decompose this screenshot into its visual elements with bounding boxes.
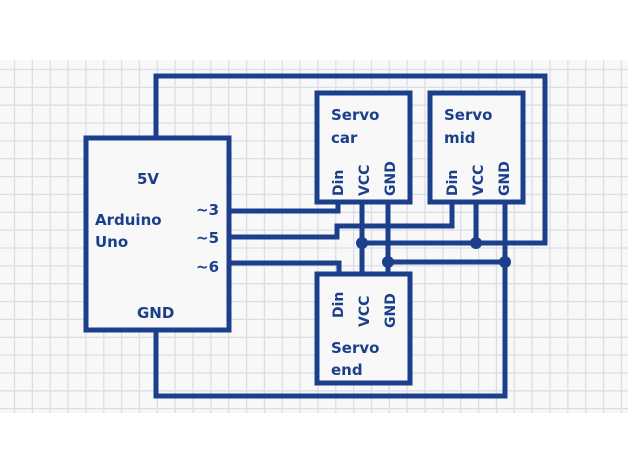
wire-5v-vcc-bus xyxy=(153,73,548,246)
servo-mid-gnd-label: GND xyxy=(497,161,513,196)
servo-end-din-label: Din xyxy=(331,292,347,318)
servo-end-title-line2: end xyxy=(331,361,363,379)
servo-end-title-line1: Servo xyxy=(331,339,379,357)
arduino-pin6-label: ~6 xyxy=(196,258,219,276)
servo-mid-vcc-label: VCC xyxy=(471,165,487,196)
arduino-title-line2: Uno xyxy=(95,233,128,251)
servo-car-gnd-label: GND xyxy=(383,161,399,196)
junctions xyxy=(356,237,511,268)
junction-dot xyxy=(382,256,394,268)
arduino-5v-label: 5V xyxy=(137,170,159,188)
junction-dot xyxy=(470,237,482,249)
servo-mid-din-label: Din xyxy=(445,170,461,196)
arduino-box xyxy=(83,135,232,333)
junction-dot xyxy=(356,237,368,249)
wire-gnd-bus xyxy=(153,259,508,399)
wire-pin5-mid-din xyxy=(227,199,455,240)
arduino-pin3-label: ~3 xyxy=(196,201,219,219)
servo-end-gnd-label: GND xyxy=(383,293,399,328)
servo-end-vcc-label: VCC xyxy=(357,296,373,327)
wire-pin6-end-din xyxy=(227,260,342,277)
arduino-title-line1: Arduino xyxy=(95,211,162,229)
arduino-gnd-label: GND xyxy=(137,304,174,322)
servo-car[interactable]: Servo car Din VCC GND xyxy=(314,90,413,205)
servo-car-box xyxy=(314,90,413,205)
servo-car-vcc-label: VCC xyxy=(357,165,373,196)
servo-end[interactable]: Din VCC GND Servo end xyxy=(314,271,413,386)
servo-end-box xyxy=(314,271,413,386)
servo-mid[interactable]: Servo mid Din VCC GND xyxy=(427,90,526,205)
servo-car-title-line1: Servo xyxy=(331,106,379,124)
servo-car-title-line2: car xyxy=(331,129,358,147)
wires xyxy=(153,73,548,399)
arduino-uno[interactable]: 5V Arduino Uno ~3 ~5 ~6 GND xyxy=(83,135,232,333)
servo-mid-box xyxy=(427,90,526,205)
servo-mid-title-line1: Servo xyxy=(444,106,492,124)
servo-mid-title-line2: mid xyxy=(444,129,476,147)
servo-car-din-label: Din xyxy=(331,170,347,196)
junction-dot xyxy=(499,256,511,268)
arduino-pin5-label: ~5 xyxy=(196,229,219,247)
wire-pin3-car-din xyxy=(227,199,341,214)
